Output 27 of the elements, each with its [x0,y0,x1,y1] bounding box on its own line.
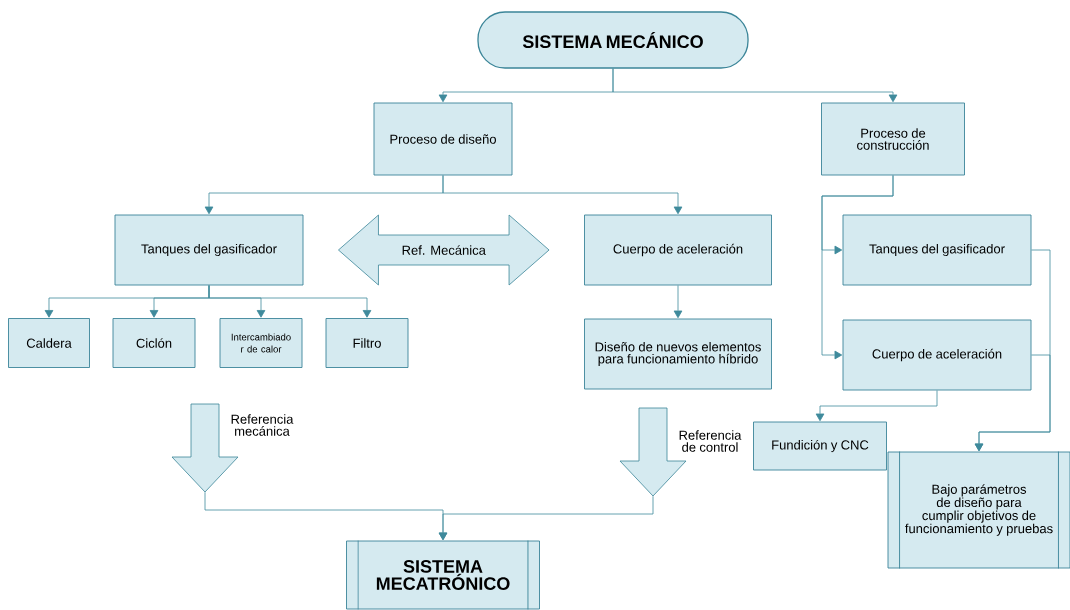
arrow [438,495,654,541]
edge-label: Ref. Mecánica [402,245,486,255]
subprocess-box: Bajo parámetros de diseño para cumplir objetivos de funcionamiento y pruebas [887,451,1070,569]
subprocess-box: SISTEMA MECATRÓNICO [346,540,540,610]
process-box: Tanques del gasificador [114,214,304,286]
arrow [821,175,894,360]
process-box: Fundición y CNC [753,421,887,471]
arrow [974,354,1051,452]
side-label: Referencia de control [679,430,742,452]
arrow [612,68,898,103]
process-box: Filtro [325,318,409,368]
terminal-box: SISTEMA MECÁNICO [477,11,749,69]
process-box: Tanques del gasificador [842,214,1032,286]
process-box: Caldera [8,318,90,368]
arrow [673,285,683,319]
process-box: Ciclón [112,318,196,368]
process-box: Proceso de diseño [373,102,513,176]
process-box: Proceso de construcción [821,102,965,176]
process-box: Intercambiado r de calor [219,318,303,368]
arrow [442,175,683,215]
arrow [208,285,372,318]
process-box: Cuerpo de aceleración [584,214,772,286]
process-box: Diseño de nuevos elementos para funcionamiento híbrido [584,318,772,390]
process-box: Cuerpo de aceleración [842,319,1032,391]
side-label: Referencia mecánica [231,414,294,436]
block-arrow [338,214,550,286]
arrow [815,390,938,422]
